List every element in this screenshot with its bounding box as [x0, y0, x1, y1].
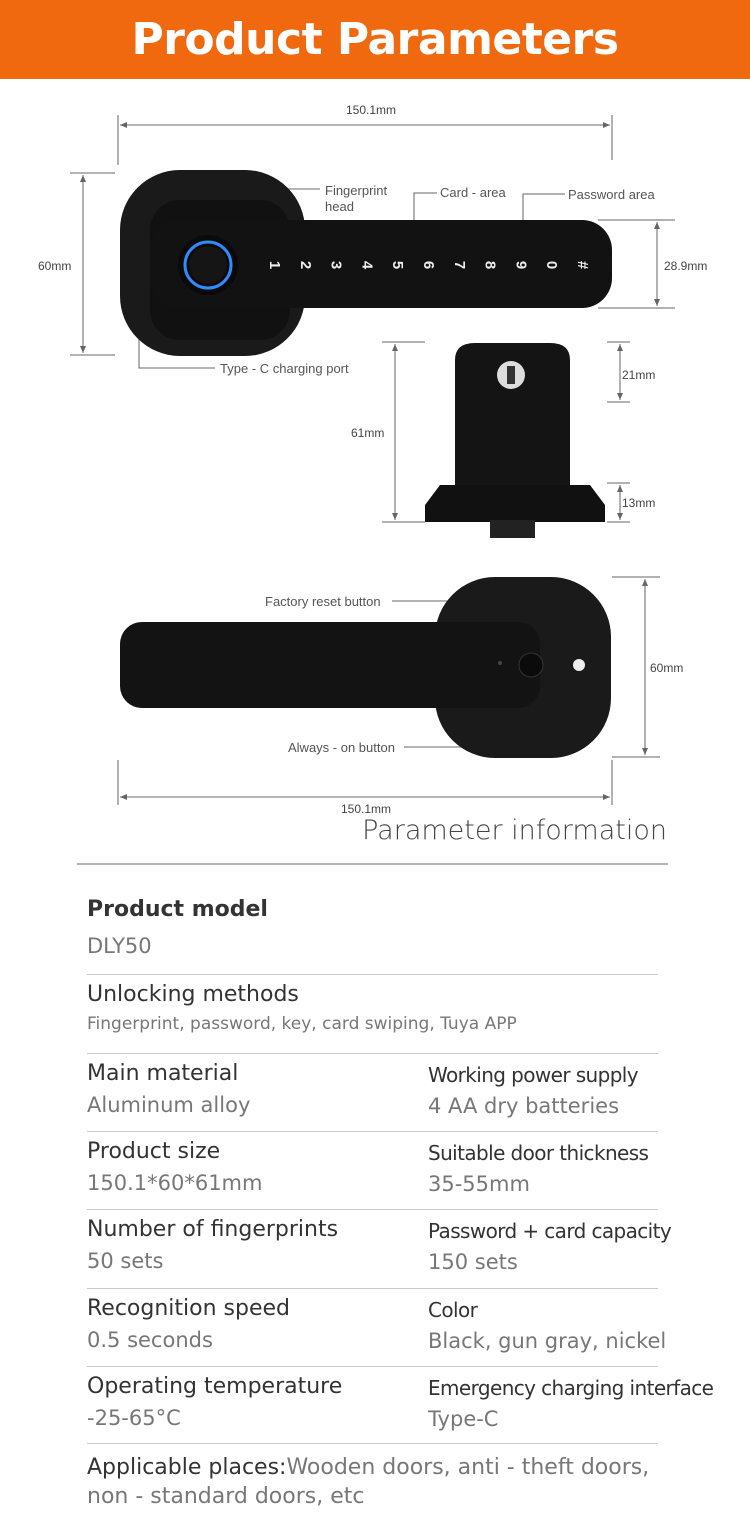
width-dimension: 150.1mm — [346, 103, 396, 117]
places-label: Applicable places: — [87, 1455, 287, 1480]
row-divider — [87, 1131, 658, 1132]
keypad-key: 9 — [512, 261, 529, 269]
keypad-key: 6 — [420, 261, 437, 269]
param-label: Password + card capacity — [428, 1219, 672, 1243]
param-value: 0.5 seconds — [87, 1328, 213, 1352]
dimension-diagram: 1 2 3 4 5 6 7 8 9 0 # 150.1mm 60mm 28.9mm Fingerpr… — [38, 103, 707, 816]
places-value: Wooden doors, anti - theft doors, non - … — [87, 1455, 650, 1509]
param-label: Suitable door thickness — [428, 1141, 649, 1165]
header-banner: Product Parameters — [0, 0, 750, 79]
keypad-key: 3 — [328, 261, 345, 269]
param-value: 150 sets — [428, 1250, 518, 1274]
row-divider — [87, 974, 658, 975]
lock-front-view: 1 2 3 4 5 6 7 8 9 0 # — [120, 170, 612, 356]
row-divider — [87, 1053, 658, 1054]
param-label: Product size — [87, 1139, 221, 1164]
keypad-key: 0 — [543, 261, 560, 269]
lever-height-dimension: 28.9mm — [664, 259, 707, 273]
always-on-label: Always - on button — [288, 740, 395, 755]
keypad-key: 2 — [297, 261, 314, 269]
factory-reset-label: Factory reset button — [265, 594, 381, 609]
unlocking-label: Unlocking methods — [87, 982, 299, 1007]
row-divider — [87, 1443, 658, 1444]
param-value: -25-65°C — [87, 1406, 181, 1430]
section-title: Parameter information — [362, 815, 667, 846]
back-height-dimension: 60mm — [650, 661, 683, 675]
card-area-label: Card - area — [440, 185, 507, 200]
applicable-places: Applicable places:Wooden doors, anti - t… — [87, 1453, 687, 1511]
param-label: Working power supply — [428, 1063, 639, 1087]
param-value: 50 sets — [87, 1249, 164, 1273]
password-area-label: Password area — [568, 187, 655, 202]
height-dimension: 60mm — [38, 259, 71, 273]
row-divider — [87, 1209, 658, 1210]
back-width-dimension: 150.1mm — [341, 802, 391, 816]
keypad-key: # — [574, 261, 591, 270]
lock-back-view — [120, 577, 611, 758]
param-label: Operating temperature — [87, 1374, 343, 1399]
keypad-key: 7 — [451, 261, 468, 269]
keypad-key: 5 — [389, 261, 406, 269]
row-divider — [87, 1288, 658, 1289]
model-label: Product model — [87, 897, 268, 922]
keypad-key: 8 — [482, 261, 499, 269]
side-top-dimension: 21mm — [622, 368, 655, 382]
param-value: Type-C — [428, 1407, 499, 1431]
side-height-dimension: 61mm — [351, 426, 384, 440]
model-value: DLY50 — [87, 934, 152, 958]
page-title: Product Parameters — [131, 14, 619, 65]
typec-port-label: Type - C charging port — [220, 361, 349, 376]
unlocking-value: Fingerprint, password, key, card swiping… — [87, 1014, 517, 1034]
fingerprint-label: Fingerprint — [325, 183, 388, 198]
param-value: 4 AA dry batteries — [428, 1094, 620, 1118]
keypad-key: 1 — [266, 261, 283, 269]
param-label: Recognition speed — [87, 1296, 291, 1321]
param-label: Number of fingerprints — [87, 1217, 339, 1242]
param-value: Aluminum alloy — [87, 1093, 251, 1117]
param-value: Black, gun gray, nickel — [428, 1329, 667, 1353]
param-label: Color — [428, 1298, 478, 1322]
lock-side-view — [425, 343, 605, 538]
param-label: Main material — [87, 1061, 239, 1086]
side-base-dimension: 13mm — [622, 496, 655, 510]
section-divider — [77, 863, 668, 865]
keypad-key: 4 — [358, 261, 375, 270]
param-value: 35-55mm — [428, 1172, 530, 1196]
param-label: Emergency charging interface — [428, 1376, 714, 1400]
fingerprint-label-2: head — [325, 199, 354, 214]
row-divider — [87, 1366, 658, 1367]
param-value: 150.1*60*61mm — [87, 1171, 263, 1195]
